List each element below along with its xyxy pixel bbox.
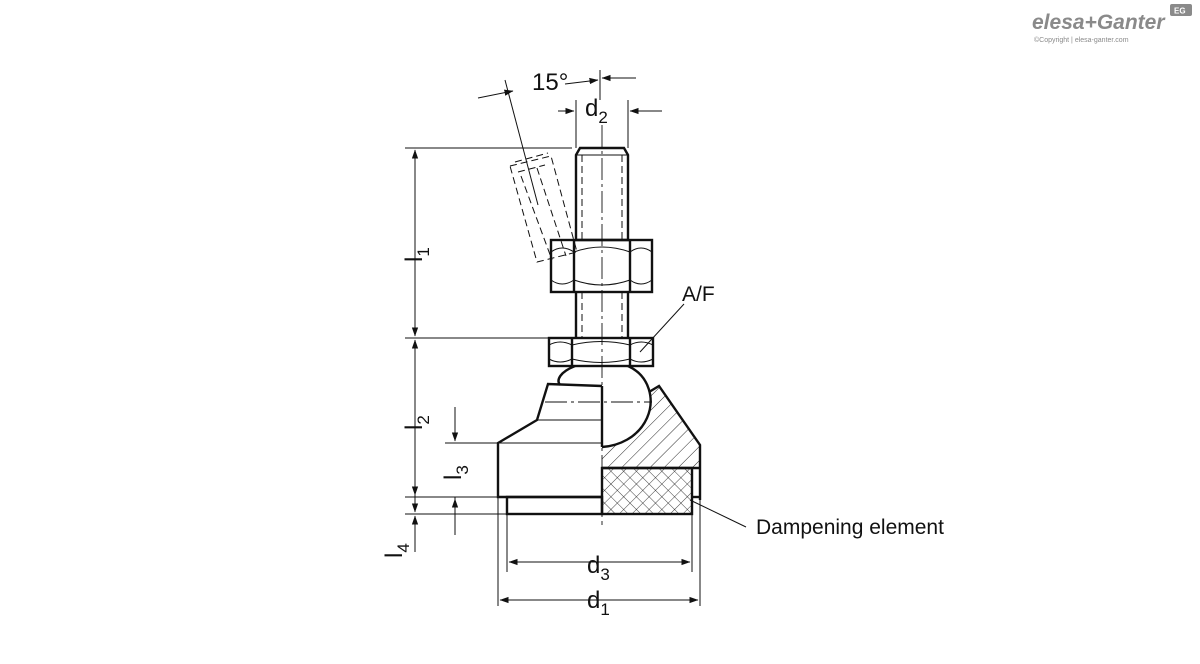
dampening-callout: Dampening element [756, 516, 944, 539]
dampening-element [505, 466, 700, 516]
brand-logo-text: elesa+Ganter [1032, 11, 1166, 34]
lower-hex-nut [547, 336, 655, 368]
d1-label: d1 [587, 587, 610, 619]
brand-badge: EG [1174, 7, 1186, 16]
l3-label: l3 [440, 465, 472, 480]
l1-label: l1 [401, 247, 433, 262]
brand-copyright: ©Copyright | elesa-ganter.com [1034, 36, 1129, 44]
callout-leaders [639, 303, 747, 528]
af-callout: A/F [682, 283, 715, 306]
angle-label: 15° [532, 69, 568, 96]
dimension-lines [411, 74, 699, 604]
l2-label: l2 [401, 415, 433, 430]
base-housing [496, 125, 702, 525]
tilted-stud-ghost [509, 152, 578, 263]
d2-label: d2 [585, 95, 608, 127]
d3-label: d3 [587, 552, 610, 584]
l4-label: l4 [381, 543, 413, 558]
brand-logo: elesa+Ganter ©Copyright | elesa-ganter.c… [1032, 4, 1192, 44]
brand-badge-box [1170, 4, 1192, 16]
upper-hex-nut [549, 238, 654, 294]
